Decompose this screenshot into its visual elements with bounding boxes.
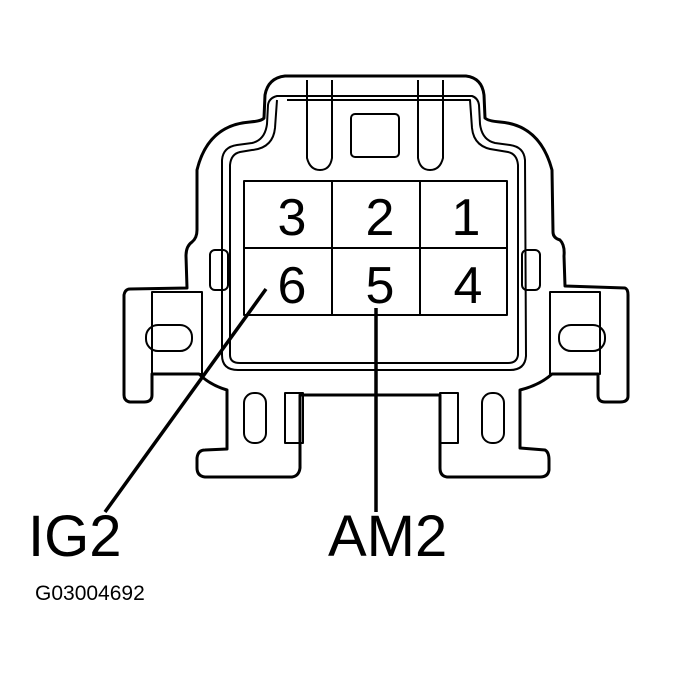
latch-finger-left [306,80,333,171]
pin-3: 3 [278,189,307,247]
connector-inner-outline-2 [229,99,519,364]
callout-label-ig2: IG2 [28,504,122,569]
mount-slot-right [558,324,606,352]
figure-code: G03004692 [35,582,145,605]
connector-inner-outline [221,95,527,371]
pin-4: 4 [454,257,483,315]
mount-slot-left [145,324,193,352]
pin-5: 5 [366,257,395,315]
mount-bracket-inner-left [151,291,203,375]
side-tab-left [209,249,229,291]
pin-2: 2 [366,189,395,247]
mount-bracket-inner-right [549,291,601,375]
leader-line-ig2 [103,287,268,514]
side-tab-right [521,249,541,291]
latch-window [350,113,400,158]
pin-6: 6 [278,257,307,315]
callout-label-am2: AM2 [328,504,448,569]
latch-finger-right [417,80,444,171]
foot-notch-right [439,392,459,444]
foot-slot-right [481,392,505,444]
pin-1: 1 [452,189,481,247]
foot-slot-left [243,392,267,444]
foot-notch-left [284,392,304,444]
